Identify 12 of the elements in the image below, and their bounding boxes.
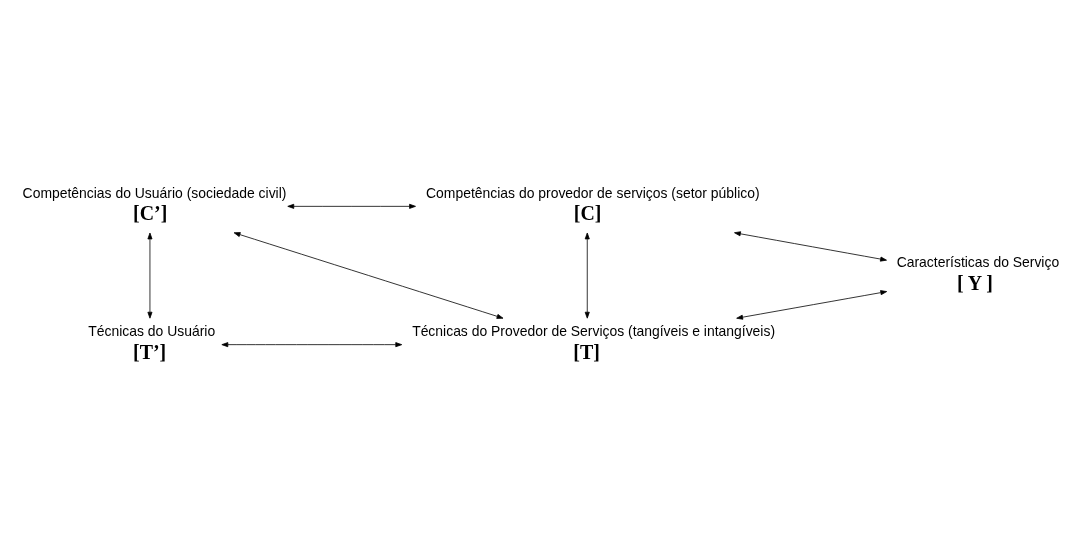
node-text: Competências do Usuário (sociedade civil) [C’] bbox=[22, 184, 287, 225]
arrow bbox=[221, 342, 403, 348]
arrow bbox=[233, 232, 504, 319]
arrow bbox=[734, 231, 887, 262]
arrow bbox=[287, 203, 416, 209]
node-text: Técnicas do Provedor de Serviços (tangíveis e intangíveis) [T] bbox=[412, 322, 776, 363]
arrow bbox=[736, 290, 888, 320]
node-text: Técnicas do Usuário [T’] bbox=[88, 322, 216, 363]
node-text: Características do Serviço [ Y ] bbox=[896, 254, 1060, 294]
arrow bbox=[584, 232, 590, 319]
node-text: Competências do provedor de serviços (setor público) [C] bbox=[426, 184, 760, 225]
arrow bbox=[147, 232, 153, 319]
